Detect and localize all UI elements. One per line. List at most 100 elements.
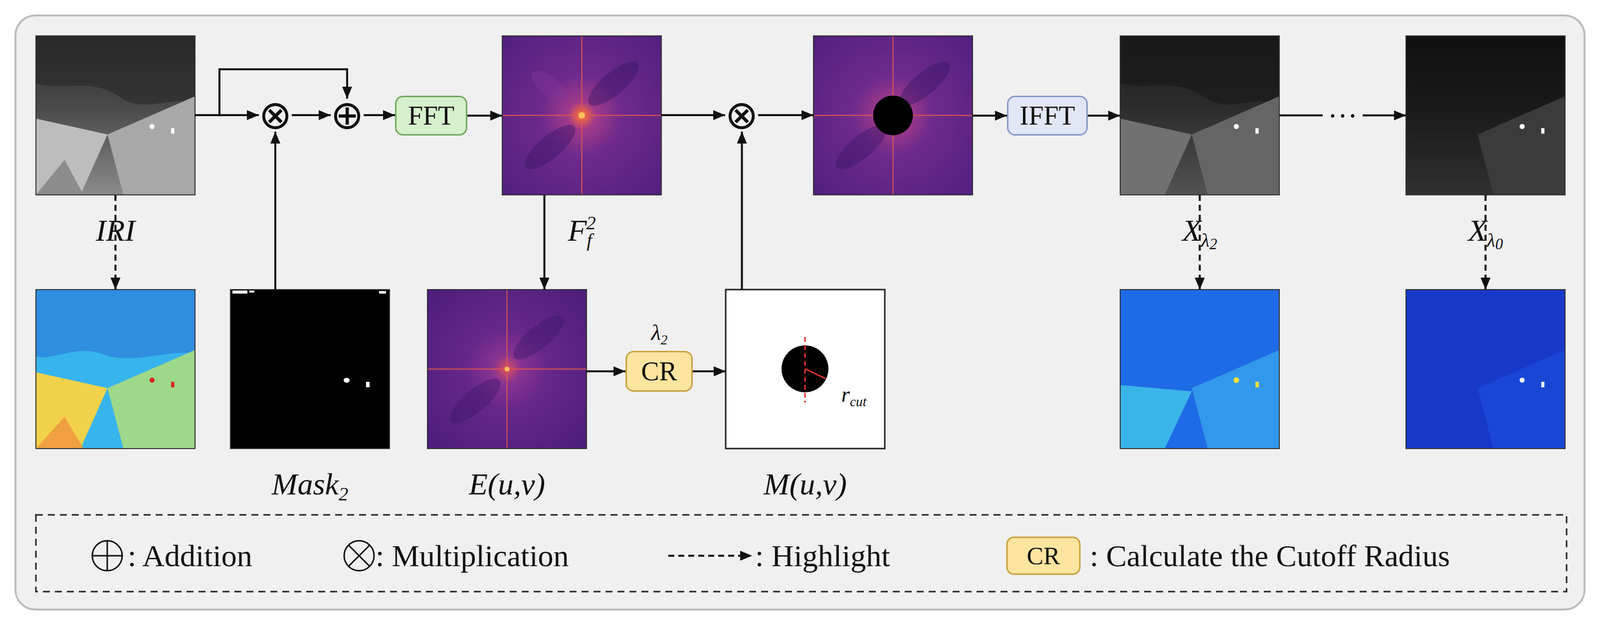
mask-dot	[366, 382, 370, 388]
image-node	[1405, 289, 1566, 449]
legend-text: : Addition	[127, 540, 253, 572]
target-dot	[1233, 377, 1239, 384]
flow-arrow	[363, 114, 396, 117]
target-dot	[1519, 378, 1525, 384]
image-node: Xλ0	[1405, 35, 1566, 196]
text-part: cut	[849, 394, 867, 410]
image-border	[35, 35, 196, 196]
legend-text: : Multiplication	[375, 540, 569, 572]
target-dot	[1519, 124, 1525, 130]
panel-frame	[15, 15, 1585, 610]
darken-overlay	[1120, 35, 1280, 196]
image-border	[1405, 35, 1566, 196]
spectrum-image	[813, 35, 973, 196]
text-part: 2	[1209, 235, 1218, 253]
image-node: Mask2	[230, 289, 390, 449]
operator-symbol: ⊗	[724, 95, 759, 136]
hot-area	[35, 372, 108, 449]
warm-area	[107, 350, 196, 449]
multiplication-symbol	[348, 545, 370, 567]
target-dot	[171, 128, 175, 134]
addition-symbol	[92, 541, 123, 572]
text-part: 0	[1495, 235, 1504, 253]
target-dot	[1233, 124, 1239, 130]
text-part: F	[567, 213, 587, 248]
text-part: λ	[1486, 229, 1496, 251]
text-part: 2	[586, 212, 596, 234]
addition-symbol	[106, 541, 109, 572]
operator-symbol: ⊕	[330, 95, 364, 136]
operator-node: ⊗	[725, 98, 759, 132]
image-fill	[35, 289, 196, 449]
legend-frame	[35, 515, 1567, 593]
box-label: FFT	[407, 102, 455, 130]
flow-arrow	[274, 131, 277, 290]
image-border	[502, 35, 662, 196]
heatmap-image	[1405, 289, 1566, 449]
image-border	[1405, 289, 1566, 449]
mask-image	[230, 289, 390, 449]
text-part: Mask	[271, 467, 339, 502]
edge-label: ···	[1322, 100, 1363, 131]
cool-area	[35, 289, 196, 359]
image-caption: Ff2	[567, 211, 596, 253]
spectrum-lobe	[526, 65, 574, 109]
image-border	[1120, 289, 1280, 449]
process-box: IFFT	[1006, 95, 1088, 136]
box-label: IFFT	[1019, 102, 1075, 130]
heatmap-image	[35, 289, 196, 449]
target-dot	[1255, 382, 1259, 388]
text-part: r	[841, 382, 850, 407]
flow-arrow	[291, 114, 331, 117]
spectrum-fill	[502, 35, 662, 196]
image-node: Xλ2	[1120, 35, 1280, 196]
multiplication-symbol	[348, 545, 370, 567]
spectrum-center	[578, 112, 586, 119]
box-label: CR	[640, 358, 677, 386]
process-box: FFT	[395, 95, 468, 136]
target-dot	[1541, 128, 1545, 134]
image-fill	[1120, 289, 1280, 449]
mask-speckle	[379, 291, 387, 294]
darken-overlay	[1405, 35, 1566, 196]
annotation-label: CR	[1026, 543, 1061, 569]
annotation-label: rcut	[841, 384, 867, 406]
image-node	[1120, 289, 1280, 449]
spectrum-image	[502, 35, 662, 196]
flow-arrow	[467, 114, 503, 117]
image-border	[35, 289, 196, 449]
operator-node: ⊕	[330, 98, 364, 132]
image-node: Ff2	[502, 35, 662, 196]
spectrum-lobe	[507, 308, 571, 367]
spectrum-lobe	[582, 54, 645, 113]
ground-area	[107, 96, 196, 196]
infrared-image	[1405, 35, 1566, 196]
infrared-image	[1120, 35, 1280, 196]
annotation-label: λ2	[651, 322, 668, 345]
image-node: E(u,v)	[427, 289, 587, 449]
legend-text: : Calculate the Cutoff Radius	[1089, 540, 1450, 572]
image-fill	[1405, 289, 1566, 449]
image-fill	[1120, 35, 1280, 196]
text-part: λ	[651, 320, 661, 346]
flow-arrow	[543, 195, 546, 290]
image-caption: E(u,v)	[468, 465, 546, 503]
flow-arrow	[758, 114, 814, 117]
legend-text: : Highlight	[755, 540, 890, 572]
text-part: X	[1467, 213, 1487, 248]
mask-speckle	[249, 290, 255, 293]
flow-arrow	[586, 370, 626, 373]
image-caption: Xλ0	[1467, 211, 1503, 255]
flow-arrow	[692, 370, 726, 373]
process-box: CR	[625, 351, 693, 393]
target-dot	[149, 378, 155, 384]
warm-area	[1192, 350, 1280, 449]
flow-arrow	[741, 131, 744, 290]
image-fill	[1405, 35, 1566, 196]
image-caption: IRI	[95, 211, 136, 249]
spectrum-center	[504, 367, 510, 373]
image-caption: M(u,v)	[763, 465, 847, 503]
image-caption: Mask2	[271, 465, 349, 507]
